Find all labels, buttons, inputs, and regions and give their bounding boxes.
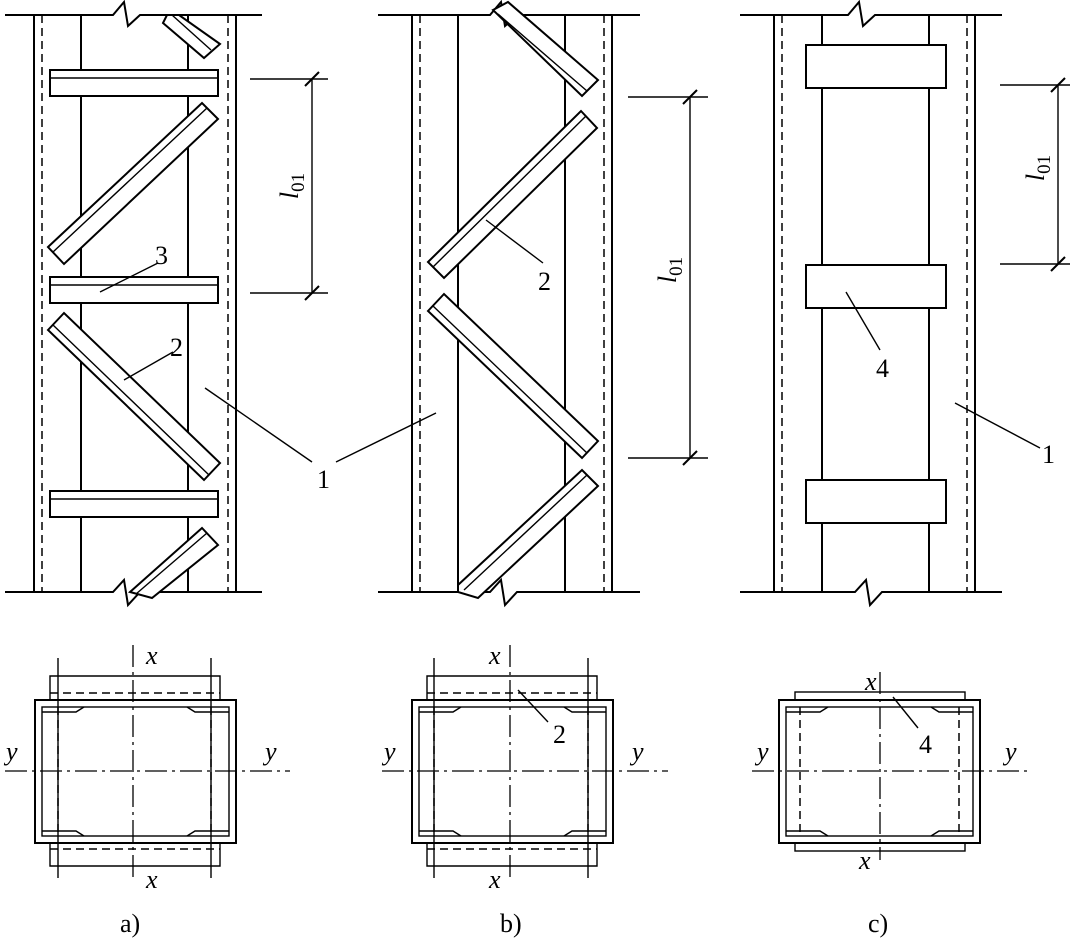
diagonal-upper (46, 101, 220, 266)
section-a: x x y y a) (3, 641, 290, 938)
caption-c: c) (868, 909, 888, 938)
dimension-l01-a: l01 (250, 71, 328, 301)
strut-top (49, 69, 219, 97)
callout-b-2: 2 (538, 267, 551, 296)
leader-1c (954, 402, 1041, 449)
dimension-label-b: l01 (653, 257, 687, 283)
section-c-y-right: y (1002, 737, 1017, 766)
section-a-y-right: y (262, 737, 277, 766)
batten-middle (805, 264, 947, 309)
break-line-bottom (378, 577, 640, 608)
section-c-x-top: x (864, 667, 877, 696)
section-b-x-bottom: x (488, 865, 501, 894)
section-c-y-left: y (754, 737, 769, 766)
batten-top (805, 44, 947, 89)
leader-3 (99, 262, 159, 293)
callout-c-1: 1 (1042, 440, 1055, 469)
section-b-y-left: y (381, 737, 396, 766)
section-c-callout: 4 (919, 730, 932, 759)
break-line-bottom (740, 577, 1002, 608)
panel-a-elevation: l01 3 2 (5, 0, 328, 608)
strut-middle (49, 276, 219, 304)
dimension-label-a: l01 (275, 173, 309, 199)
strut-bottom (49, 490, 219, 518)
leader-1a (204, 387, 313, 463)
section-b-x-top: x (488, 641, 501, 670)
diagonal-lower (457, 468, 600, 600)
leader-2b (485, 219, 544, 264)
diagonal-upper (426, 109, 599, 280)
caption-b: b) (500, 909, 522, 938)
panel-c-elevation: l01 4 1 (740, 0, 1070, 608)
diagonal-lower (46, 311, 222, 482)
section-c: 4 x x y y c) (752, 667, 1028, 938)
diagonal-bottom-stub (127, 526, 220, 600)
section-b: 2 x x y y b) (381, 641, 668, 938)
panel-b-elevation: l01 2 (335, 0, 708, 608)
section-c-x-bottom: x (858, 846, 871, 875)
dimension-label-c: l01 (1021, 155, 1055, 181)
leader-1b (335, 412, 437, 463)
callout-a-2: 2 (170, 333, 183, 362)
section-b-callout: 2 (553, 720, 566, 749)
leader-4 (845, 291, 881, 351)
batten-bottom (805, 479, 947, 524)
leader-2a (123, 351, 174, 381)
diagonal-top-stub (161, 14, 222, 60)
dimension-l01-c: l01 (1000, 77, 1070, 272)
section-a-x-bottom: x (145, 865, 158, 894)
section-a-y-left: y (3, 737, 18, 766)
callout-c-4: 4 (876, 354, 889, 383)
break-line-top (5, 0, 262, 28)
callout-a-3: 3 (155, 241, 168, 270)
dimension-l01-b: l01 (628, 89, 708, 466)
section-a-x-top: x (145, 641, 158, 670)
diagonal-top (491, 0, 600, 98)
break-line-top (740, 0, 1002, 28)
callout-1-ab: 1 (317, 465, 330, 494)
diagonal-middle (426, 292, 600, 460)
section-b-y-right: y (629, 737, 644, 766)
caption-a: a) (120, 909, 140, 938)
